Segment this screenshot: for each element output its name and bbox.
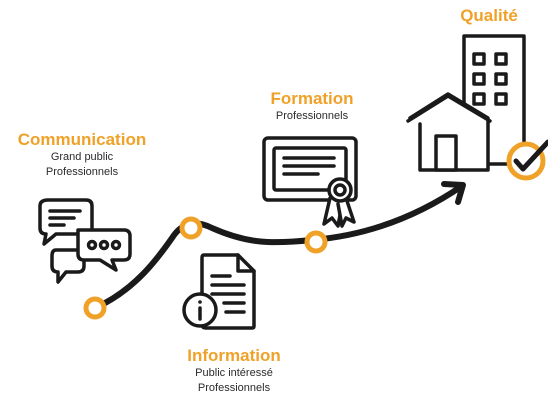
stage-information-title: Information [187, 346, 281, 365]
milestone-dot-communication [83, 296, 107, 320]
milestone-dot-information [179, 216, 203, 240]
stage-qualite: Qualité [430, 6, 548, 26]
stage-qualite-title: Qualité [460, 6, 518, 25]
buildings-check-icon [406, 34, 548, 181]
milestone-dot-formation [304, 230, 328, 254]
stage-formation-line-1: Professionnels [275, 110, 349, 122]
stage-information: Information Public intéressé Professionn… [154, 346, 314, 396]
stage-communication-title: Communication [17, 130, 147, 149]
speech-bubbles-icon [38, 198, 132, 284]
arrow-head-icon [441, 181, 466, 205]
stage-communication-line-2: Professionnels [45, 166, 119, 178]
certificate-icon [262, 136, 358, 228]
progress-path [92, 183, 465, 311]
stage-communication: Communication Grand public Professionnel… [2, 130, 162, 180]
checkmark-icon [513, 139, 548, 172]
document-info-icon [182, 253, 256, 330]
stage-communication-line-1: Grand public [50, 151, 114, 163]
stage-information-line-1: Public intéressé [195, 367, 273, 379]
stage-formation-title: Formation [270, 89, 354, 108]
check-circle-icon [506, 141, 546, 181]
stage-information-line-2: Professionnels [197, 382, 271, 394]
stage-formation: Formation Professionnels [237, 89, 387, 124]
